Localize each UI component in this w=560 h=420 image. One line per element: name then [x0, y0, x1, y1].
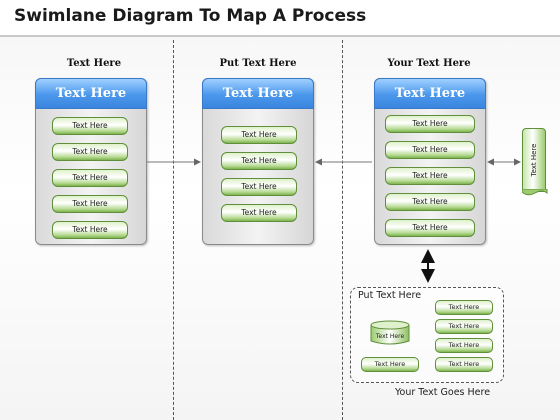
- lane-3-item: Text Here: [385, 115, 475, 133]
- lane-2-item: Text Here: [221, 204, 297, 222]
- lane-1-item: Text Here: [52, 195, 128, 213]
- lane-1-item: Text Here: [52, 117, 128, 135]
- lane-2-item: Text Here: [221, 178, 297, 196]
- lane-label-3: Your Text Here: [387, 58, 471, 69]
- lane-3-header: Text Here: [374, 78, 486, 109]
- lane-divider-2: [342, 40, 343, 420]
- group-footer: Your Text Goes Here: [395, 387, 491, 398]
- lane-3-item: Text Here: [385, 193, 475, 211]
- lane-label-1: Text Here: [66, 58, 122, 69]
- lane-2-header: Text Here: [202, 78, 314, 109]
- lane-1-panel: Text Here Text Here Text Here Text Here …: [35, 78, 147, 245]
- title-underline: [0, 35, 560, 37]
- lane-1-item: Text Here: [52, 169, 128, 187]
- lane-3-item: Text Here: [385, 141, 475, 159]
- database-icon: [370, 320, 410, 345]
- side-tag-label: Text Here: [530, 143, 538, 177]
- lane-3-panel: Text Here Text Here Text Here Text Here …: [374, 78, 486, 245]
- group-item: Text Here: [435, 357, 493, 372]
- lane-1-item: Text Here: [52, 143, 128, 161]
- lane-3-item: Text Here: [385, 219, 475, 237]
- lane-2-item: Text Here: [221, 152, 297, 170]
- group-bottom-item: Text Here: [361, 357, 419, 372]
- lane-label-2: Put Text Here: [219, 58, 297, 69]
- group-item: Text Here: [435, 319, 493, 334]
- side-tag-wave: [522, 189, 548, 196]
- lane-2-panel: Text Here Text Here Text Here Text Here …: [202, 78, 314, 245]
- lane-divider-1: [173, 40, 174, 420]
- database-label: Text Here: [375, 333, 405, 340]
- lane-1-header: Text Here: [35, 78, 147, 109]
- side-document-tag: Text Here: [522, 128, 546, 192]
- lane-3-item: Text Here: [385, 167, 475, 185]
- lane-2-item: Text Here: [221, 126, 297, 144]
- lane-1-item: Text Here: [52, 221, 128, 239]
- group-item: Text Here: [435, 300, 493, 315]
- page-title: Swimlane Diagram To Map A Process: [14, 6, 367, 26]
- group-item: Text Here: [435, 338, 493, 353]
- group-title: Put Text Here: [358, 290, 422, 301]
